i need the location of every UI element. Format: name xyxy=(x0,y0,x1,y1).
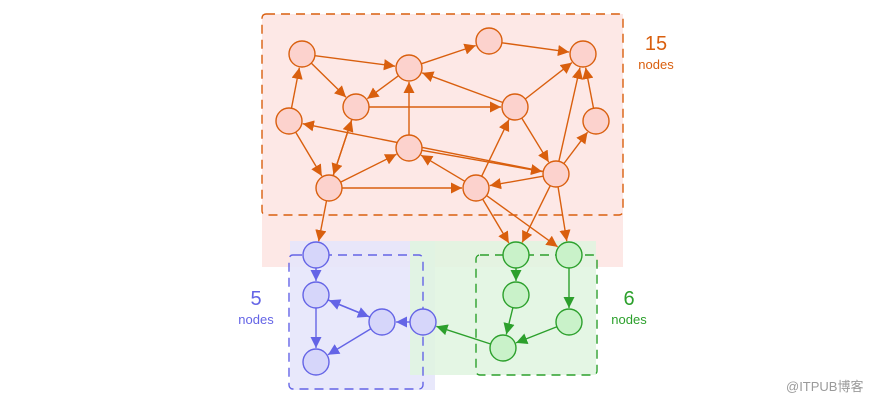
blue-group-count: 5 xyxy=(250,288,262,310)
edge-r1-r2 xyxy=(314,54,396,71)
edge-r12-r4 xyxy=(558,67,583,162)
node-r11 xyxy=(462,174,490,202)
node-b2 xyxy=(368,308,396,336)
node-r6 xyxy=(501,93,529,121)
edge-g1-g3 xyxy=(503,307,515,335)
edge-r2-r3 xyxy=(421,43,476,65)
edge-r12-r8 xyxy=(563,131,589,165)
edge-r12-r11 xyxy=(489,175,544,190)
edge-b2-b4 xyxy=(327,328,372,356)
edge-r7-r10 xyxy=(295,131,323,177)
edge-r6-r2 xyxy=(421,71,504,104)
blue-group-label: 5 nodes xyxy=(226,287,286,329)
node-r3 xyxy=(475,27,503,55)
node-r9 xyxy=(395,134,423,162)
nodes-layer xyxy=(275,27,610,376)
node-r7 xyxy=(275,107,303,135)
edge-r6-r4 xyxy=(524,62,573,100)
edge-r6-r12 xyxy=(521,117,550,163)
node-g1 xyxy=(502,281,530,309)
watermark-text: @ITPUB博客 xyxy=(786,379,864,394)
node-r14 xyxy=(502,241,530,269)
node-r12 xyxy=(542,160,570,188)
edge-r1-r5 xyxy=(310,62,347,98)
green-group-border xyxy=(475,254,598,376)
node-r4 xyxy=(569,40,597,68)
edge-r7-r1 xyxy=(290,67,303,109)
node-r8 xyxy=(582,107,610,135)
edge-r2-r5 xyxy=(366,75,399,100)
edge-r9-r12 xyxy=(421,149,543,176)
green-group-label: 6 nodes xyxy=(599,287,659,329)
node-b3 xyxy=(409,308,437,336)
edge-r11-r14 xyxy=(482,198,510,244)
edge-r10-r9 xyxy=(340,153,397,183)
edge-r11-r9 xyxy=(420,154,466,182)
edge-r11-r15 xyxy=(486,195,559,248)
node-b1 xyxy=(302,281,330,309)
edge-r11-r6 xyxy=(481,119,510,177)
edge-b1-b2 xyxy=(327,299,370,318)
edge-r10-r5 xyxy=(332,120,354,176)
edge-g3-b3 xyxy=(436,324,491,345)
node-r10 xyxy=(315,174,343,202)
edges-layer xyxy=(290,42,595,356)
node-r2 xyxy=(395,54,423,82)
green-group-count: 6 xyxy=(623,288,635,310)
edge-r12-r15 xyxy=(557,186,571,242)
node-r1 xyxy=(288,40,316,68)
node-b4 xyxy=(302,348,330,376)
red-group-unit: nodes xyxy=(638,57,674,72)
node-g2 xyxy=(555,308,583,336)
node-g3 xyxy=(489,334,517,362)
green-group-unit: nodes xyxy=(611,312,647,327)
edge-g2-g3 xyxy=(515,326,558,344)
red-group-count: 15 xyxy=(644,33,668,55)
edge-r3-r4 xyxy=(501,42,570,57)
edge-r12-r14 xyxy=(521,185,551,243)
blue-group-unit: nodes xyxy=(238,312,274,327)
red-group-border xyxy=(261,13,624,216)
edge-r8-r4 xyxy=(582,67,595,109)
node-r15 xyxy=(555,241,583,269)
red-group-label: 15 nodes xyxy=(626,32,686,74)
node-r5 xyxy=(342,93,370,121)
edge-r10-r13 xyxy=(315,200,328,242)
node-r13 xyxy=(302,241,330,269)
